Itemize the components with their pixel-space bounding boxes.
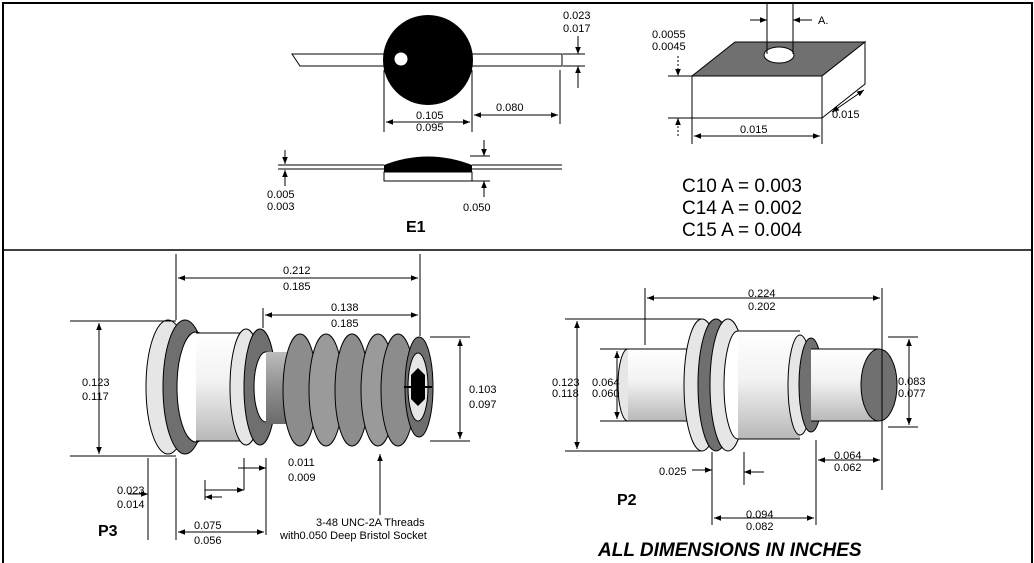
- p3-thread-min: 0.185: [331, 318, 359, 330]
- p2-gap: 0.025: [659, 466, 687, 478]
- p3-neck-max: 0.075: [194, 520, 222, 532]
- chip-width: 0.015: [832, 109, 860, 121]
- chip-length: 0.015: [740, 124, 768, 136]
- p3-dia-max: 0.123: [82, 377, 110, 389]
- e1-lead-len: 0.080: [496, 102, 524, 114]
- p2-drawing: [565, 288, 918, 525]
- p3-thread-note-1: 3-48 UNC-2A Threads: [316, 517, 425, 529]
- p2-end-max: 0.083: [898, 376, 926, 388]
- e1-thick-min: 0.003: [267, 201, 295, 213]
- e1-lead-min: 0.017: [563, 23, 591, 35]
- p3-flange-max: 0.023: [117, 485, 145, 497]
- chip-pad-min: 0.0045: [652, 41, 686, 53]
- p3-pitch-max: 0.011: [288, 457, 315, 469]
- p2-dia-max: 0.123: [552, 377, 580, 389]
- e1-label: E1: [406, 219, 426, 236]
- chip-drawing: [668, 3, 867, 144]
- p3-label: P3: [98, 523, 118, 540]
- chip-pad-max: 0.0055: [652, 29, 686, 41]
- p2-tip-max: 0.064: [834, 450, 862, 462]
- e1-height: 0.050: [463, 202, 491, 214]
- p2-end-min: 0.077: [898, 388, 926, 400]
- chip-eq-c15: C15 A = 0.004: [682, 220, 802, 241]
- chip-hole-label: A.: [818, 15, 828, 27]
- chip-eq-c10: C10 A = 0.003: [682, 176, 802, 197]
- p2-pin-max: 0.064: [592, 377, 620, 389]
- p2-tip-min: 0.062: [834, 462, 862, 474]
- p3-dia-min: 0.117: [82, 391, 109, 403]
- p2-label: P2: [617, 492, 637, 509]
- p3-socket-max: 0.103: [469, 384, 497, 396]
- p3-socket-min: 0.097: [469, 399, 497, 411]
- p3-drawing: [70, 254, 470, 540]
- p3-pitch-min: 0.009: [288, 472, 316, 484]
- p3-flange-min: 0.014: [117, 499, 145, 511]
- p3-thread-max: 0.138: [331, 302, 359, 314]
- p3-overall-max: 0.212: [283, 265, 311, 277]
- p2-body-min: 0.082: [746, 521, 774, 533]
- p2-dia-min: 0.118: [552, 388, 579, 400]
- chip-eq-c14: C14 A = 0.002: [682, 198, 802, 219]
- e1-drawing: [278, 15, 585, 197]
- p2-pin-min: 0.060: [592, 388, 620, 400]
- e1-lead-max: 0.023: [563, 10, 591, 22]
- p2-body-max: 0.094: [746, 509, 774, 521]
- e1-dia-max: 0.105: [416, 110, 444, 122]
- e1-thick-max: 0.005: [267, 189, 295, 201]
- p3-thread-note-2: with0.050 Deep Bristol Socket: [279, 530, 427, 542]
- p3-overall-min: 0.185: [283, 281, 311, 293]
- units-note: ALL DIMENSIONS IN INCHES: [597, 540, 862, 561]
- e1-dia-min: 0.095: [416, 122, 444, 134]
- p3-neck-min: 0.056: [194, 535, 222, 547]
- p2-overall-max: 0.224: [748, 288, 776, 300]
- p2-overall-min: 0.202: [748, 301, 776, 313]
